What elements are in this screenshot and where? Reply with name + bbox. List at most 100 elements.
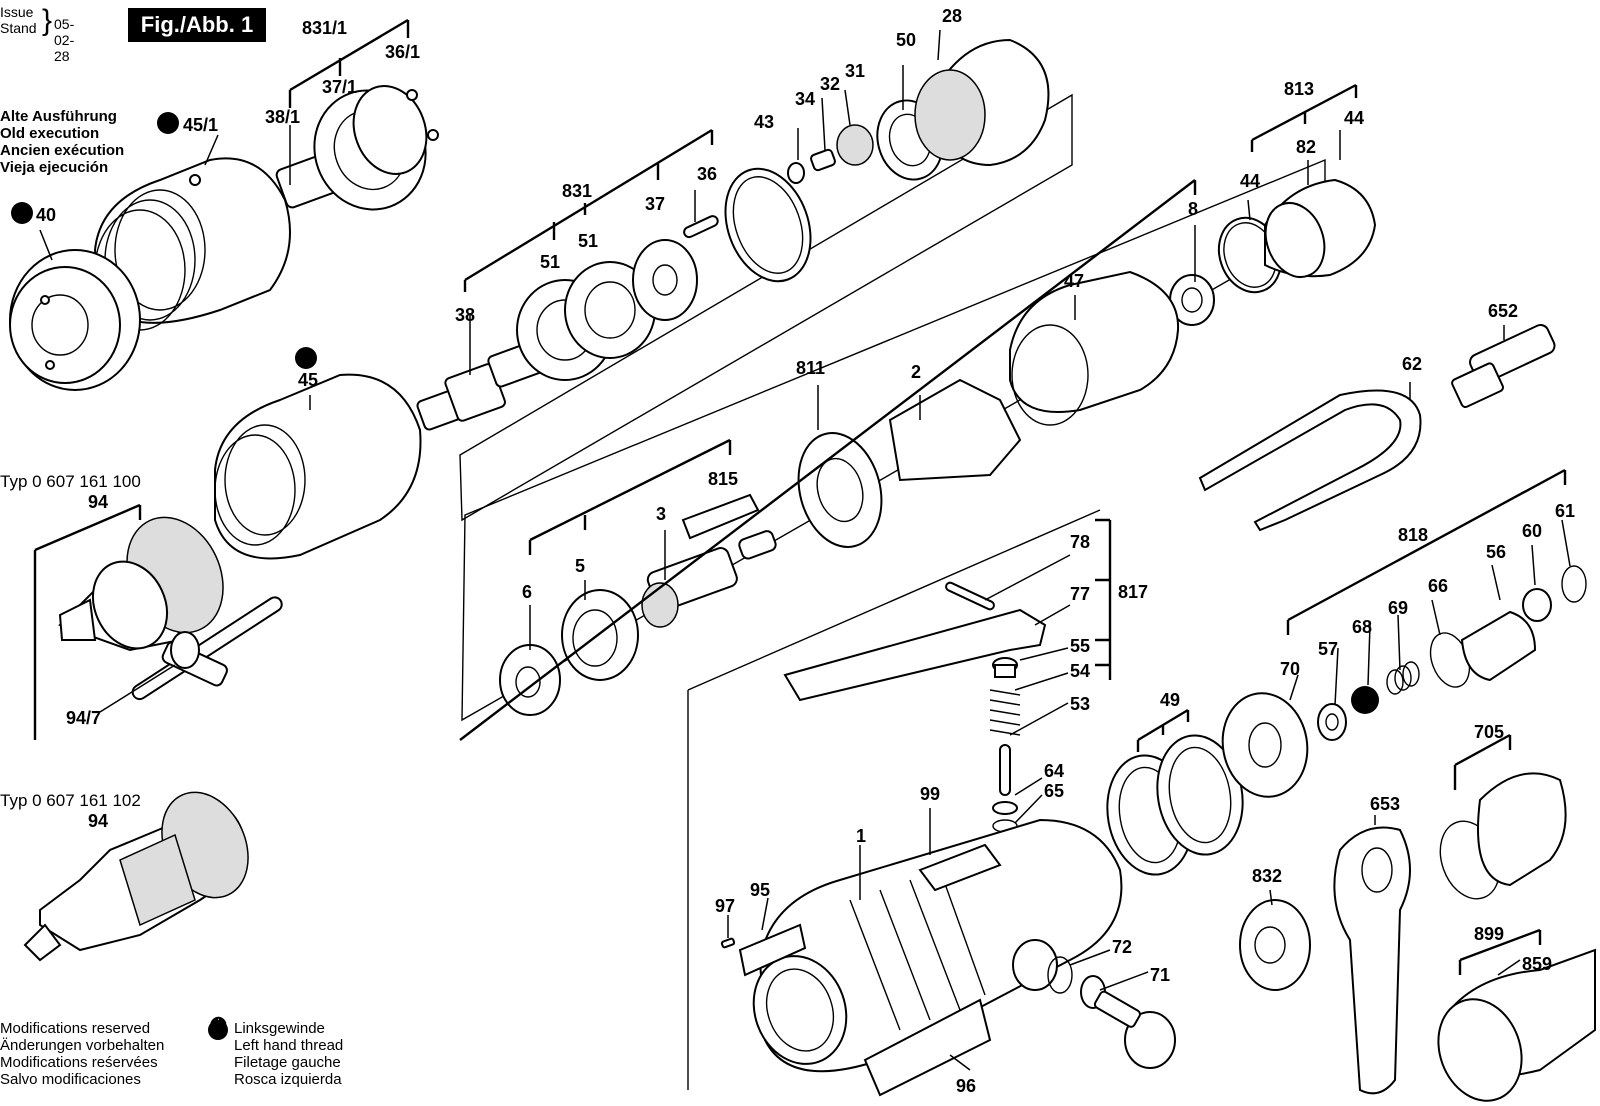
bracket-49	[1136, 708, 1190, 752]
part-57-washer	[1317, 703, 1347, 741]
old-execution-en: Old execution	[0, 125, 100, 142]
label-36-1: 36/1	[385, 42, 420, 62]
label-55: 55	[1070, 636, 1090, 656]
label-37-1: 37/1	[322, 77, 357, 97]
label-44-b: 44	[1344, 108, 1364, 128]
gear-section-box	[459, 93, 1073, 522]
issue-stamp: Issue Stand } 05-02-28	[0, 4, 74, 64]
part-68-ball	[1351, 686, 1379, 714]
part-94-7-key	[131, 596, 283, 701]
label-54: 54	[1070, 661, 1090, 681]
modifications-note: Modifications reserved Änderungen vorbeh…	[0, 1020, 164, 1088]
label-62: 62	[1402, 354, 1422, 374]
label-51-b: 51	[578, 231, 598, 251]
label-2: 2	[911, 362, 921, 382]
part-5-endplate	[561, 589, 639, 681]
part-94-chuck-a	[58, 516, 224, 652]
bracket-817	[1095, 518, 1112, 680]
label-40: 40	[36, 205, 56, 225]
part-40	[9, 249, 141, 391]
left-thread-star-icon	[11, 112, 317, 1040]
part-36-pin	[683, 215, 719, 239]
part-899-silencer	[1437, 948, 1596, 1102]
left-thread-es: Rosca izquierda	[234, 1071, 342, 1088]
modifications-es: Salvo modificaciones	[0, 1071, 141, 1088]
part-55-cap	[992, 657, 1018, 678]
bracket-94a	[33, 503, 142, 740]
part-72-oring	[1047, 956, 1073, 994]
label-653: 653	[1370, 794, 1400, 814]
label-82: 82	[1296, 137, 1316, 157]
part-47-cylinder	[1009, 270, 1180, 426]
part-652-nipple	[1451, 324, 1556, 408]
part-31-pinion	[836, 124, 874, 166]
label-705: 705	[1474, 722, 1504, 742]
label-94-7: 94/7	[66, 708, 101, 728]
label-43: 43	[754, 112, 774, 132]
label-5: 5	[575, 556, 585, 576]
leader-lines	[39, 29, 1571, 1071]
part-96-sleeve	[863, 998, 992, 1097]
label-44-a: 44	[1240, 171, 1260, 191]
label-1: 1	[856, 826, 866, 846]
part-8-bearing	[1169, 274, 1215, 326]
part-56-valve-seat	[1460, 610, 1537, 682]
part-97-screw	[720, 937, 736, 949]
old-execution-es: Vieja ejecución	[0, 159, 109, 176]
part-53-valve-pin	[999, 744, 1011, 796]
label-36: 36	[697, 164, 717, 184]
label-37: 37	[645, 194, 665, 214]
part-813-assembly	[1217, 178, 1377, 294]
part-64-washer	[992, 801, 1018, 815]
part-43-ring	[724, 167, 812, 283]
part-2-cylinder-body	[797, 378, 1022, 548]
modifications-de: Änderungen vorbehalten	[0, 1037, 165, 1054]
label-45: 45	[298, 370, 318, 390]
part-28-ring-gear	[914, 38, 1050, 167]
part-45	[214, 373, 422, 560]
stand-label: Stand	[0, 20, 37, 36]
label-99: 99	[920, 784, 940, 804]
part-3-rotor	[641, 530, 777, 628]
label-31: 31	[845, 61, 865, 81]
bracket-705	[1453, 733, 1512, 790]
part-832-nut	[1239, 899, 1311, 991]
part-61-oring	[1561, 565, 1587, 603]
label-38: 38	[455, 305, 475, 325]
label-831: 831	[562, 181, 592, 201]
type-label-b: Typ 0 607 161 102	[0, 791, 141, 810]
label-817: 817	[1118, 582, 1148, 602]
label-94-a: 94	[88, 492, 108, 512]
part-32-pin	[810, 148, 836, 172]
type-label-a: Typ 0 607 161 100	[0, 472, 141, 491]
label-45-1: 45/1	[183, 115, 218, 135]
part-62-bow	[1198, 389, 1422, 532]
issue-date: 05-02-28	[54, 16, 75, 64]
bracket-813	[1250, 83, 1358, 152]
label-652: 652	[1488, 301, 1518, 321]
housing-section-box	[687, 509, 1101, 1090]
label-64: 64	[1044, 761, 1064, 781]
bracket-818	[1286, 468, 1567, 635]
old-execution-note: Alte Ausführung Old execution Ancien exé…	[0, 108, 124, 176]
part-71-plug	[1080, 975, 1176, 1069]
part-77-lever	[783, 608, 1047, 702]
left-thread-fr: Filetage gauche	[234, 1054, 341, 1071]
label-50: 50	[896, 30, 916, 50]
label-51-a: 51	[540, 252, 560, 272]
part-94-chuck-b	[23, 791, 249, 962]
part-49-seals	[1106, 734, 1244, 876]
left-thread-de: Linksgewinde	[234, 1020, 325, 1037]
label-53: 53	[1070, 694, 1090, 714]
label-72: 72	[1112, 937, 1132, 957]
label-38-1: 38/1	[265, 107, 300, 127]
part-70-washer	[1221, 692, 1309, 798]
old-execution-fr: Ancien exécution	[0, 142, 125, 159]
label-3: 3	[656, 504, 666, 524]
modifications-fr: Modifications reśervées	[0, 1054, 158, 1071]
label-69: 69	[1388, 598, 1408, 618]
modifications-en: Modifications reserved	[0, 1020, 151, 1037]
bracket-831-1	[288, 18, 410, 108]
part-653-handle	[1333, 826, 1411, 1095]
